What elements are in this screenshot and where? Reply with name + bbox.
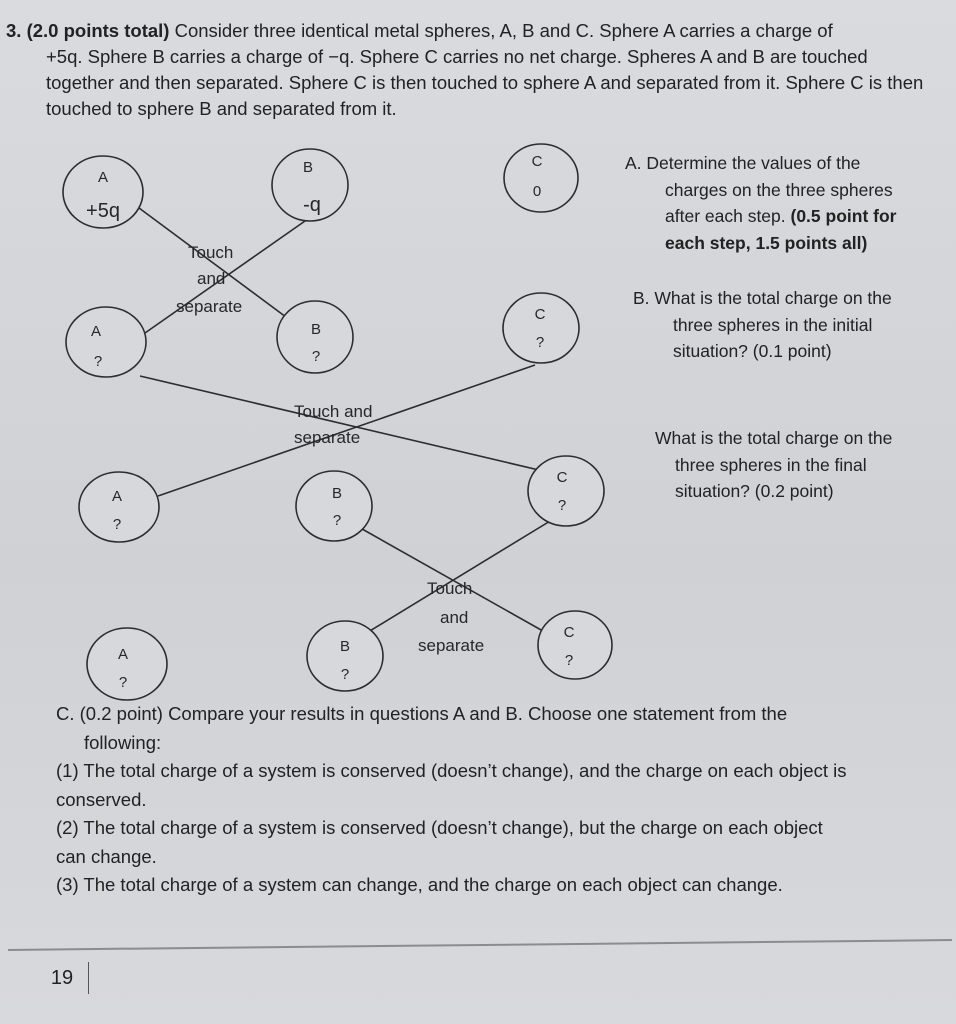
part-b-line2: three spheres in the initial [673, 314, 873, 335]
part-c-option-1-cont: conserved. [56, 788, 147, 810]
sphere-c-step1 [502, 292, 580, 364]
sphere-a-step2 [78, 471, 160, 543]
connector-c3-b4 [354, 514, 561, 641]
step1-separate: separate [176, 297, 242, 316]
part-b-final-question: What is the total charge on the three sp… [655, 425, 955, 505]
part-a-points-total: each step, 1.5 points all) [665, 232, 868, 253]
part-b2-line3: situation? (0.2 point) [675, 481, 834, 501]
sphere-a-initial [62, 155, 144, 229]
row1-a-label: A [98, 169, 108, 186]
question-header: 3. (2.0 points total) Consider three ide… [6, 18, 936, 122]
row2-b-label: B [311, 321, 321, 338]
row3-c-label: C [557, 469, 568, 486]
row1-a-value: +5q [86, 200, 120, 222]
row3-b-label: B [332, 485, 342, 502]
question-text-rest: +5q. Sphere B carries a charge of −q. Sp… [46, 46, 924, 119]
sphere-a-step1 [65, 306, 147, 378]
sphere-b-step2 [295, 470, 373, 542]
part-b-line3: situation? (0.1 point) [673, 341, 832, 361]
row2-c-label: C [535, 306, 546, 323]
part-c-option-3: (3) The total charge of a system can cha… [56, 874, 783, 895]
step3-and: and [440, 608, 468, 627]
sphere-b-final [306, 620, 384, 692]
part-b-line1: B. What is the total charge on the [633, 288, 892, 308]
sphere-a-final [86, 627, 168, 701]
part-c-question: C. (0.2 point) Compare your results in q… [56, 700, 946, 900]
step1-and: and [197, 269, 225, 288]
connector-b1-a2 [134, 199, 336, 341]
part-c-intro-following: following: [84, 731, 162, 753]
row4-c-value: ? [565, 652, 573, 669]
row1-b-label: B [303, 159, 313, 176]
sphere-b-initial [271, 148, 349, 222]
row3-a-value: ? [113, 516, 121, 533]
part-a-question: A. Determine the values of the charges o… [625, 150, 945, 256]
row1-b-value: -q [303, 194, 321, 216]
question-points: (2.0 points total) [26, 20, 170, 41]
step3-separate: separate [418, 636, 484, 655]
row1-c-label: C [532, 153, 543, 170]
connector-c2-a3 [157, 364, 536, 497]
part-a-points: (0.5 point for [790, 206, 897, 226]
row2-a-value: ? [94, 353, 102, 370]
step3-touch: Touch [427, 579, 472, 598]
part-c-option-2: (2) The total charge of a system is cons… [56, 817, 823, 838]
part-b2-line1: What is the total charge on the [655, 428, 893, 448]
step1-touch: Touch [188, 243, 233, 262]
sphere-c-step2 [527, 455, 605, 527]
row2-a-label: A [91, 323, 101, 340]
part-b-question: B. What is the total charge on the three… [633, 285, 953, 365]
sphere-c-final [537, 610, 613, 680]
sphere-c-initial [503, 143, 579, 213]
part-c-intro: C. (0.2 point) Compare your results in q… [56, 703, 788, 724]
question-number: 3. [6, 20, 22, 41]
step2-touch-and: Touch and [294, 402, 372, 421]
step2-separate: separate [294, 428, 360, 447]
row3-c-value: ? [558, 497, 566, 514]
row4-b-label: B [340, 638, 350, 655]
row2-c-value: ? [536, 334, 544, 351]
row3-a-label: A [112, 488, 122, 505]
row1-c-value: 0 [533, 183, 541, 200]
connector-a1-b2 [134, 204, 291, 321]
row3-b-value: ? [333, 512, 341, 529]
row4-c-label: C [564, 624, 575, 641]
part-a-line1: A. Determine the values of the [625, 153, 861, 173]
question-text-line1: Consider three identical metal spheres, … [169, 20, 833, 41]
row4-a-value: ? [119, 674, 127, 691]
part-a-line3: after each step. [665, 206, 791, 226]
sphere-b-step1 [276, 300, 354, 374]
connector-a2-c3 [139, 375, 561, 476]
part-c-option-2-cont: can change. [56, 845, 157, 867]
part-a-line2: charges on the three spheres [665, 179, 893, 200]
row2-b-value: ? [312, 348, 320, 365]
part-b2-line2: three spheres in the final [675, 454, 867, 475]
page-number: 19 [36, 962, 89, 994]
row4-b-value: ? [341, 666, 349, 683]
part-c-option-1: (1) The total charge of a system is cons… [56, 760, 847, 781]
row4-a-label: A [118, 646, 128, 663]
